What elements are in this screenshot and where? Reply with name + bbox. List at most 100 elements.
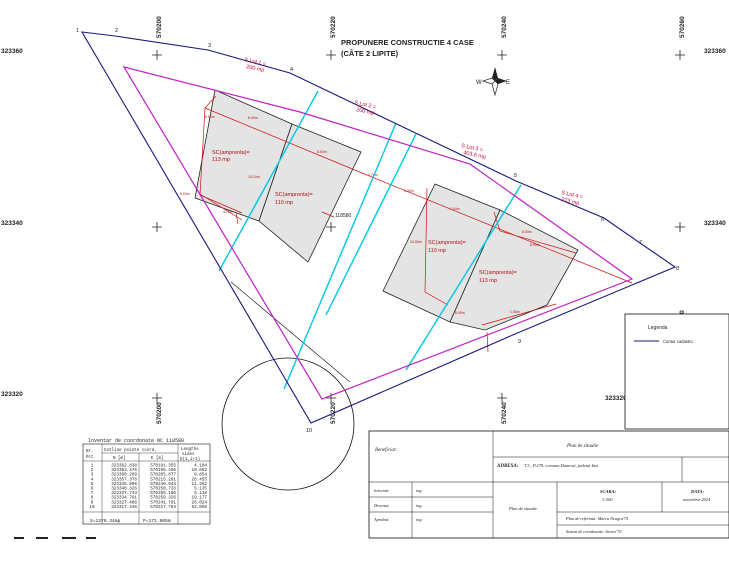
inventory-point-number: 7 [91,491,94,496]
inventory-perimeter: P=171.905m [143,518,171,524]
inventory-point-number: 5 [91,482,94,487]
boundary-point-2: 2 [115,28,118,34]
inventory-point-number: 9 [91,500,94,505]
svg-text:8.00m: 8.00m [530,243,540,247]
grid-x-label-570260: 570260 [679,16,686,38]
inventory-coordinate: 570217.784 [150,505,176,510]
svg-text:8.00m: 8.00m [522,230,532,234]
inventory-coordinate: 570255.166 [150,491,176,496]
inventory-col-nr-1: Nr. [86,450,94,454]
boundary-point-1: 1 [76,28,79,34]
inventory-side-length: 11.262 [192,482,208,487]
inventory-side-length: 52.956 [192,505,208,510]
grid-x-label-570200: 570200 [156,16,163,38]
inventory-point-number: 2 [91,468,94,473]
aprobat-label: Aprobat: [373,517,390,522]
grid-y-label-323340-right: 323340 [704,220,726,227]
boundary-point-5: 5 [514,173,517,179]
inventory-coordinate: 570195.456 [150,468,176,473]
inventory-point-number: 8 [91,496,94,501]
lot-divider-4 [405,184,522,371]
plan-referinta: Plan de referinta: Marea Neagra'75 [565,516,629,521]
boundary-point-6: 6 [601,217,604,223]
svg-text:W: W [476,80,482,86]
aprobat-ing: ing. [416,517,423,522]
grid-y-label-323340-left: 323340 [1,220,23,227]
plan-situatie-label: Plan de situatie [508,506,537,511]
inventory-col-e: E [m] [151,456,164,461]
svg-text:2.74m: 2.74m [368,173,378,177]
scale-bar [14,537,96,539]
grid-y-label-323320-right: 323320 [605,395,627,402]
parcel-id-label: 118580 [335,213,352,219]
boundary-point-3: 3 [208,43,211,49]
lot-2-name: S Lot 2 = [354,100,377,110]
inventory-coordinate: 323345.896 [111,482,137,487]
svg-text:4.72m: 4.72m [223,210,233,214]
reference-circle [221,357,355,491]
intocmit-label: Intocmit: [373,488,390,493]
svg-text:E: E [506,80,510,86]
boundary-point-9: 9 [518,339,521,345]
svg-text:1.50m: 1.50m [510,310,520,314]
inventory-coordinate: 323334.761 [111,496,137,501]
lot-dividers [218,90,522,390]
grid-y-label-323320-left: 323320 [1,391,23,398]
inventory-coordinate: 570241.781 [150,500,176,505]
inventory-side-length: 28.455 [192,477,208,482]
cartouche-plan-title: Plan de situatie [566,444,599,449]
inventory-coordinate: 570205.877 [150,473,176,478]
inventory-side-length: 10.652 [192,468,208,473]
desenat-ing: ing. [416,503,423,508]
svg-text:7.44m: 7.44m [450,207,460,211]
lot-divider-2 [325,133,417,316]
inventory-coordinate: 323327.488 [111,500,137,505]
inventory-point-number: 1 [91,464,94,469]
lot-4-name: S Lot 4 = [561,190,584,200]
house-4-label: SC(amprenta)= [479,270,517,276]
inventory-coordinate: 323317.446 [111,505,137,510]
inventory-coordinate: 323357.378 [111,477,137,482]
house-1-area: 113 mp [212,157,230,163]
north-arrow-icon: W E [476,67,510,97]
adresa-value: T.3., P.278, comuna Dumesti, judetul Ias… [524,463,599,469]
svg-text:8.00m: 8.00m [248,116,258,120]
house-4-area: 113 mp [479,278,497,284]
lot-2-area: 200 mp [356,107,375,117]
svg-text:8.00m: 8.00m [317,150,327,154]
inventory-coordinate: 570191.355 [150,464,176,469]
boundary-point-4: 4 [290,67,293,73]
inventory-coordinate: 323362.838 [111,464,137,469]
svg-text:5.30m: 5.30m [404,189,414,193]
lots-outline [122,66,634,400]
inventory-coordinate: 323337.743 [111,491,137,496]
svg-text:5.00m: 5.00m [205,115,215,119]
lot-divider-1 [218,90,319,272]
scara-label: SCARA: [600,489,617,494]
inventory-title: Inventar de coordonate NC 118580 [88,438,184,444]
inventory-side-length: 26.024 [192,500,208,505]
inventory-col-len-1: Lengths [181,447,199,452]
lot-divider-3 [283,122,397,390]
house-3-area: 110 mp [428,248,446,254]
inventory-col-coords: Cotline pointe coord. [104,448,157,453]
inventory-side-length: 9.854 [194,473,207,478]
house-3-label: SC(amprenta)= [428,240,466,246]
inventory-side-length: 5.135 [194,487,207,492]
svg-text:5.00m: 5.00m [180,192,190,196]
grid-x-label-570220: 570220 [330,16,337,38]
property-boundary [80,31,677,424]
inventory-col-nr-2: Pct. [86,456,96,460]
house-1-label: SC(amprenta)= [212,150,250,156]
inventory-side-length: 19.177 [192,496,208,501]
plan-title-line1: PROPUNERE CONSTRUCTIE 4 CASE [341,38,474,47]
house-footprints [194,89,579,331]
lot-3-area: 403.6 mp [463,150,487,161]
inventory-point-number: 10 [89,505,95,510]
grid-x-label-570200-bottom: 570200 [156,402,163,424]
grid-x-label-570240-bottom: 570240 [501,402,508,424]
inventory-side-length: 5.118 [194,491,207,496]
inventory-coordinate: 323360.289 [111,473,137,478]
title-block: Beneficiar: Plan de situatie ADRESA: T.3… [368,430,729,539]
inventory-point-number: 4 [91,477,94,482]
